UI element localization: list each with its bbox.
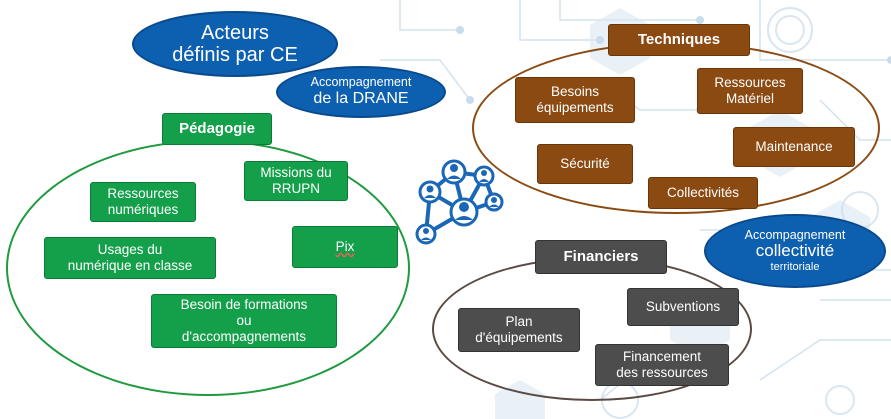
techniques-item-ressources: Ressources Matériel: [697, 68, 803, 114]
pedagogie-item-formations: Besoin de formations ou d'accompagnement…: [151, 294, 337, 348]
collectivite-line1: Accompagnement: [744, 227, 846, 242]
pedagogie-item-missions: Missions du RRUPN: [244, 161, 348, 201]
pedagogie-item-pix: Pix: [292, 226, 398, 268]
pedagogie-item-ressources: Ressources numériques: [90, 182, 196, 222]
drane-line2: de la DRANE: [313, 90, 409, 108]
financiers-item-plan: Plan d'équipements: [458, 308, 580, 352]
financiers-item-financement: Financement des ressources: [595, 344, 729, 386]
acteurs-oval: Acteurs définis par CE: [132, 11, 338, 77]
collectivite-oval: Accompagnement collectivité territoriale: [704, 214, 886, 288]
acteurs-line2: définis par CE: [172, 44, 298, 66]
network-people-icon: [415, 159, 504, 245]
techniques-title: Techniques: [608, 24, 750, 56]
techniques-item-maintenance: Maintenance: [733, 127, 855, 167]
pedagogie-item-usages: Usages du numérique en classe: [44, 237, 216, 279]
financiers-title: Financiers: [535, 240, 667, 274]
drane-oval: Accompagnement de la DRANE: [276, 66, 446, 118]
techniques-item-besoins: Besoins équipements: [515, 77, 635, 123]
collectivite-line3: territoriale: [770, 261, 820, 274]
financiers-item-subventions: Subventions: [627, 288, 739, 326]
pedagogie-title: Pédagogie: [162, 113, 272, 145]
collectivite-line2: collectivité: [755, 241, 835, 261]
acteurs-line1: Acteurs: [201, 22, 269, 44]
techniques-item-securite: Sécurité: [537, 144, 633, 184]
techniques-item-collectivites: Collectivités: [648, 177, 758, 209]
drane-line1: Accompagnement: [310, 75, 412, 90]
